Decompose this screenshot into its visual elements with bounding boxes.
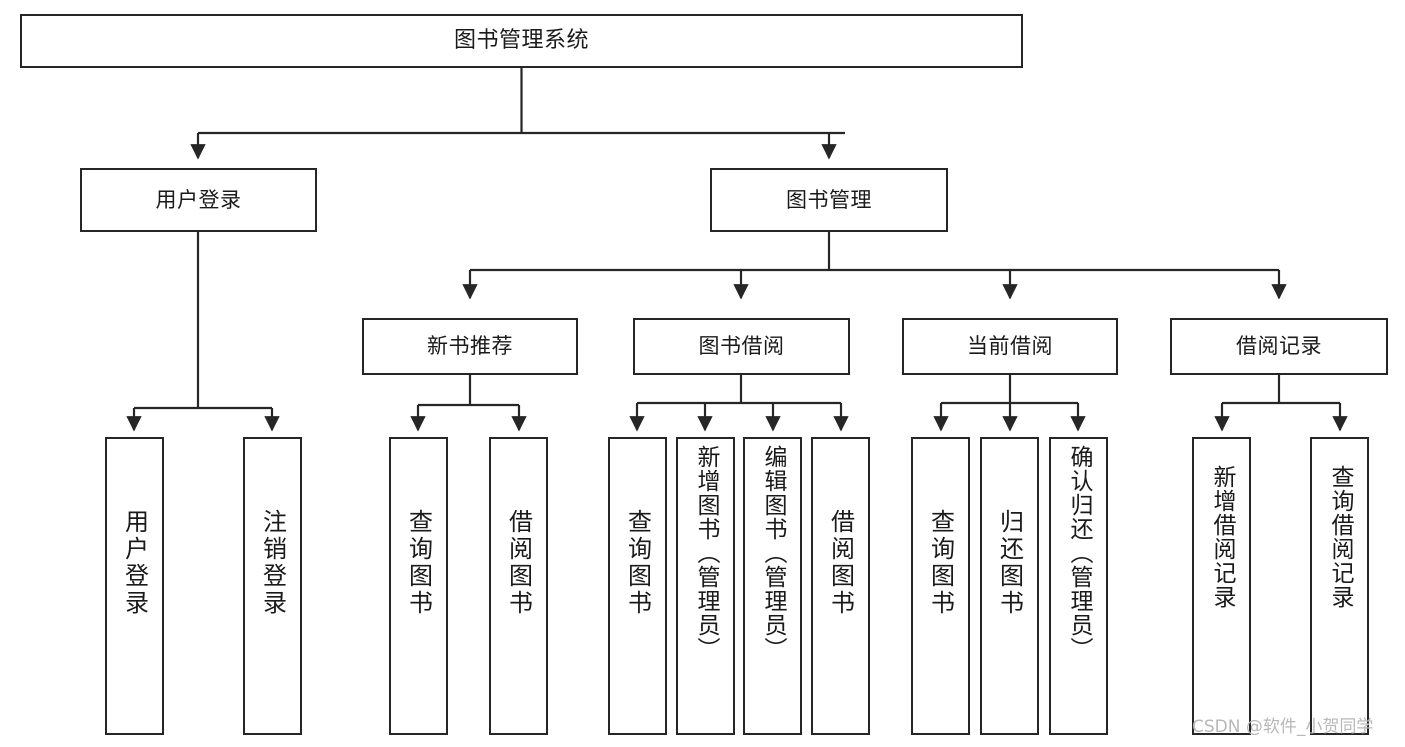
node-label: 查询借阅记录: [1327, 465, 1353, 609]
leaf-add-book-admin[interactable]: 新增图书（管理员）: [676, 437, 735, 735]
leaf-query-borrow-record[interactable]: 查询借阅记录: [1310, 437, 1369, 735]
leaf-query-book-borrow[interactable]: 查询图书: [608, 437, 667, 735]
node-label: 借阅图书: [826, 509, 855, 617]
csdn-watermark: CSDN @软件_小贺同学: [1192, 717, 1374, 737]
leaf-user-login[interactable]: 用户登录: [105, 437, 164, 735]
leaf-confirm-return-admin[interactable]: 确认归还（管理员）: [1049, 437, 1108, 735]
node-label: 借阅记录: [1236, 334, 1322, 359]
node-label: 新增借阅记录: [1209, 465, 1235, 609]
node-borrow-record[interactable]: 借阅记录: [1170, 318, 1388, 375]
node-label: 用户登录: [155, 187, 242, 212]
node-label: 注销登录: [258, 509, 287, 617]
leaf-borrow-book[interactable]: 借阅图书: [811, 437, 870, 735]
leaf-return-book[interactable]: 归还图书: [980, 437, 1039, 735]
node-user-login[interactable]: 用户登录: [80, 168, 317, 232]
node-label: 借阅图书: [504, 509, 533, 617]
node-book-management[interactable]: 图书管理: [710, 168, 948, 232]
node-book-borrow[interactable]: 图书借阅: [633, 318, 850, 375]
node-label: 图书管理: [786, 187, 872, 212]
leaf-query-book-rec[interactable]: 查询图书: [389, 437, 448, 735]
node-root-system[interactable]: 图书管理系统: [20, 14, 1023, 68]
node-label: 查询图书: [926, 509, 955, 617]
node-label: 查询图书: [623, 509, 652, 617]
leaf-query-book-current[interactable]: 查询图书: [911, 437, 970, 735]
node-new-book-recommend[interactable]: 新书推荐: [362, 318, 578, 375]
leaf-edit-book-admin[interactable]: 编辑图书（管理员）: [743, 437, 802, 735]
node-label: 归还图书: [995, 509, 1024, 617]
node-label: 确认归还（管理员）: [1066, 445, 1092, 661]
node-label: 编辑图书（管理员）: [760, 445, 786, 661]
leaf-borrow-book-rec[interactable]: 借阅图书: [489, 437, 548, 735]
node-current-borrow[interactable]: 当前借阅: [902, 318, 1118, 375]
leaf-add-borrow-record[interactable]: 新增借阅记录: [1192, 437, 1251, 735]
node-label: 图书管理系统: [453, 28, 589, 54]
leaf-logout-login[interactable]: 注销登录: [243, 437, 302, 735]
node-label: 新增图书（管理员）: [693, 445, 719, 661]
node-label: 用户登录: [120, 509, 149, 617]
node-label: 当前借阅: [967, 334, 1053, 359]
node-label: 图书借阅: [698, 334, 785, 359]
node-label: 查询图书: [404, 509, 433, 617]
node-label: 新书推荐: [427, 334, 513, 359]
